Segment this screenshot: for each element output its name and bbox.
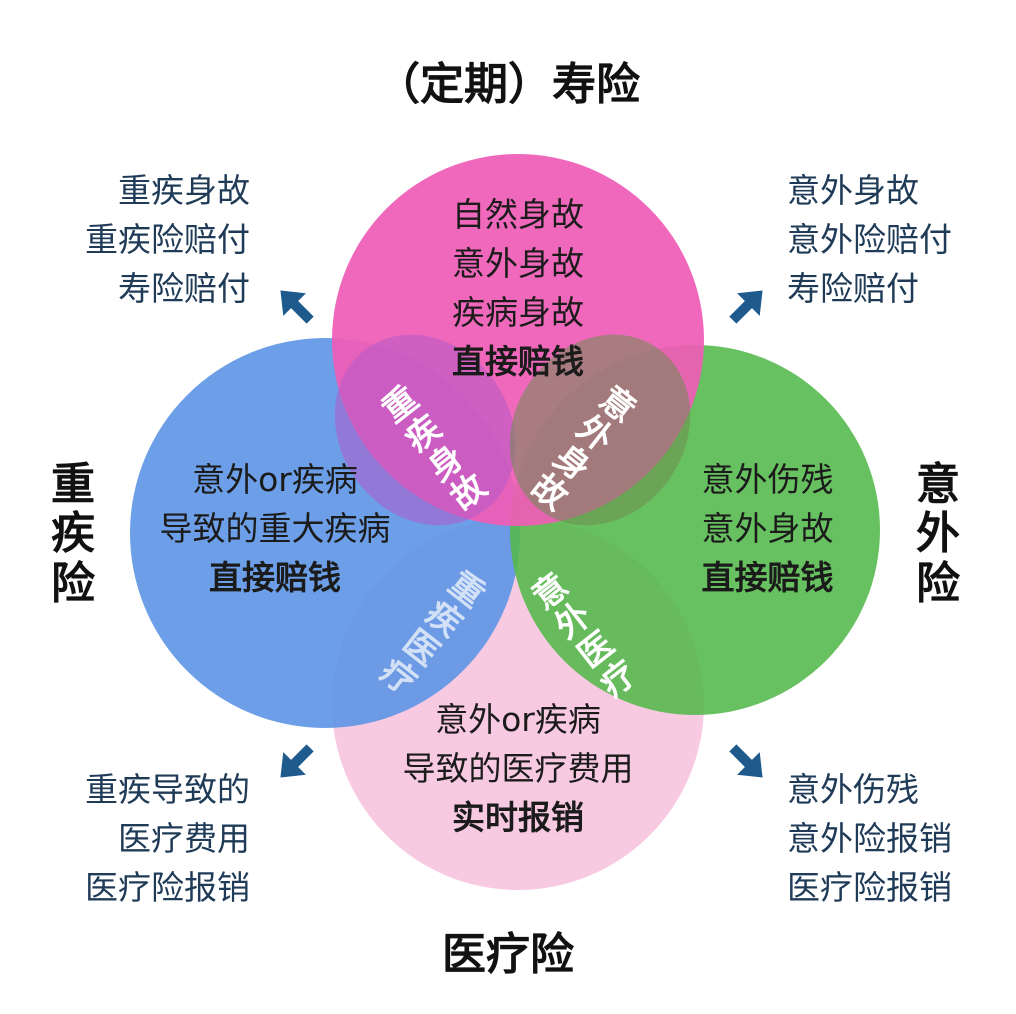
corner-text-bottom-left: 重疾导致的 医疗费用 医疗险报销 bbox=[85, 765, 250, 912]
arrow-up-left-icon bbox=[280, 290, 314, 324]
medical-coverage: 意外or疾病 导致的医疗费用 实时报销 bbox=[368, 695, 668, 842]
corner-line: 意外险报销 bbox=[787, 819, 952, 858]
corner-line: 重疾导致的 bbox=[85, 770, 250, 809]
corner-line: 重疾险赔付 bbox=[85, 220, 250, 259]
corner-line: 寿险赔付 bbox=[118, 269, 250, 308]
coverage-line: 自然身故 bbox=[452, 195, 584, 234]
title-char: 险 bbox=[916, 557, 960, 609]
critical-illness-coverage: 意外or疾病 导致的重大疾病 直接赔钱 bbox=[130, 455, 420, 602]
coverage-line: 意外or疾病 bbox=[192, 460, 358, 499]
coverage-payout: 直接赔钱 bbox=[452, 342, 584, 381]
title-char: 重 bbox=[51, 459, 95, 510]
coverage-line: 意外伤残 bbox=[701, 460, 834, 499]
corner-line: 医疗险报销 bbox=[787, 868, 952, 907]
coverage-line: 导致的重大疾病 bbox=[159, 509, 391, 548]
arrow-up-right-icon bbox=[729, 290, 763, 324]
coverage-line: 意外or疾病 bbox=[435, 700, 601, 739]
corner-line: 医疗险报销 bbox=[85, 868, 250, 907]
corner-line: 重疾身故 bbox=[118, 171, 250, 210]
title-char: 疾 bbox=[51, 508, 95, 560]
corner-text-top-left: 重疾身故 重疾险赔付 寿险赔付 bbox=[85, 166, 250, 313]
title-char: 险 bbox=[51, 557, 95, 609]
coverage-line: 意外身故 bbox=[701, 509, 834, 548]
life-insurance-coverage: 自然身故 意外身故 疾病身故 直接赔钱 bbox=[368, 190, 668, 386]
corner-line: 医疗费用 bbox=[118, 819, 250, 858]
corner-text-bottom-right: 意外伤残 意外险报销 医疗险报销 bbox=[787, 765, 952, 912]
coverage-payout: 实时报销 bbox=[452, 798, 584, 837]
coverage-line: 疾病身故 bbox=[452, 293, 584, 332]
title-char: 意 bbox=[916, 459, 960, 510]
corner-line: 意外险赔付 bbox=[787, 220, 952, 259]
coverage-line: 意外身故 bbox=[452, 244, 584, 283]
coverage-line: 导致的医疗费用 bbox=[402, 749, 634, 788]
title-accident-insurance: 意 外 险 bbox=[913, 460, 963, 608]
arrow-down-left-icon bbox=[280, 744, 314, 778]
title-life-insurance: （定期）寿险 bbox=[376, 59, 640, 110]
corner-line: 意外伤残 bbox=[787, 770, 919, 809]
coverage-payout: 直接赔钱 bbox=[209, 558, 341, 597]
coverage-payout: 直接赔钱 bbox=[701, 558, 834, 597]
corner-line: 寿险赔付 bbox=[787, 269, 919, 308]
title-char: 外 bbox=[916, 508, 960, 560]
corner-line: 意外身故 bbox=[787, 171, 919, 210]
title-critical-illness-insurance: 重 疾 险 bbox=[48, 460, 98, 608]
title-medical-insurance: 医疗险 bbox=[442, 929, 574, 980]
arrow-down-right-icon bbox=[729, 744, 763, 778]
accident-coverage: 意外伤残 意外身故 直接赔钱 bbox=[640, 455, 895, 602]
corner-text-top-right: 意外身故 意外险赔付 寿险赔付 bbox=[787, 166, 952, 313]
